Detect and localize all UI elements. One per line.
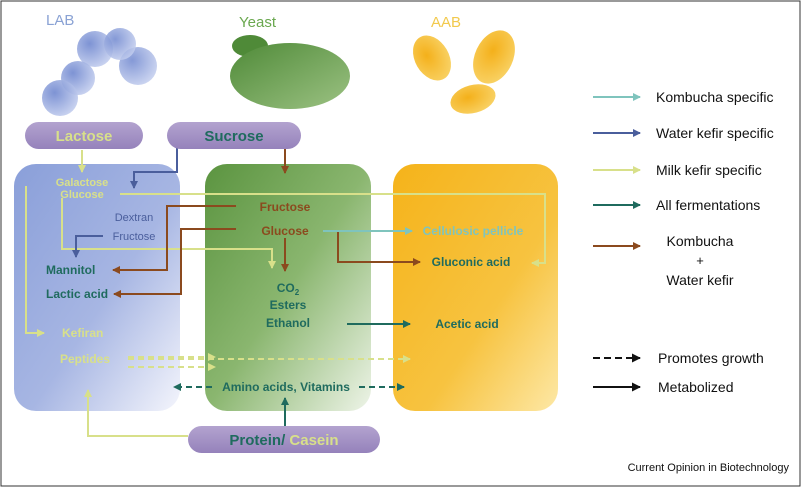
yeast-header: Yeast [239, 14, 277, 31]
aab-gluconic-acid: Gluconic acid [432, 255, 511, 269]
protein-label: Protein/ [229, 432, 286, 449]
co2-subscript: 2 [295, 288, 300, 297]
yeast-amino-acids-vitamins: Amino acids, Vitamins [222, 380, 350, 394]
lab-box [14, 164, 180, 411]
footer-credit: Current Opinion in Biotechnology [628, 462, 790, 474]
lab-glucose: Glucose [60, 189, 103, 201]
aab-cells-illustration [413, 30, 515, 114]
protein-casein-pill [188, 426, 380, 453]
lactose-label: Lactose [56, 128, 113, 145]
aab-acetic-acid: Acetic acid [435, 317, 498, 331]
water-kefir-arrows [72, 141, 178, 258]
yeast-cell-illustration [230, 35, 350, 109]
aab-cellulosic-pellicle: Cellulosic pellicle [423, 224, 524, 238]
protein-casein-label: Protein/ Casein [229, 432, 338, 449]
lab-header: LAB [46, 12, 74, 29]
legend-promotes-label: Promotes growth [658, 350, 764, 366]
casein-label: Casein [285, 432, 338, 449]
yeast-esters: Esters [270, 298, 307, 312]
lab-mannitol: Mannitol [46, 263, 95, 277]
legend-water-kefir-label: Water kefir specific [656, 125, 774, 141]
legend-metabolized-label: Metabolized [658, 379, 734, 395]
yeast-fructose: Fructose [260, 200, 311, 214]
yeast-co2: CO2 [277, 281, 300, 297]
yeast-glucose: Glucose [261, 224, 309, 238]
lab-lactic-acid: Lactic acid [46, 287, 108, 301]
legend-kw-line3: Water kefir [666, 272, 733, 288]
yeast-box [205, 164, 371, 411]
legend-milk-kefir-label: Milk kefir specific [656, 162, 762, 178]
yeast-ethanol: Ethanol [266, 316, 310, 330]
legend-all-fermentations-label: All fermentations [656, 197, 760, 213]
legend-kw-line1: Kombucha [667, 233, 734, 249]
lab-fructose: Fructose [113, 231, 156, 243]
co2-main: CO [277, 281, 295, 295]
legend-kw-line2: + [696, 253, 704, 268]
lactose-pill [25, 122, 143, 149]
lab-dextran: Dextran [115, 212, 154, 224]
legend-kombucha-label: Kombucha specific [656, 89, 774, 105]
lab-cells-illustration [42, 28, 157, 116]
aab-box [393, 164, 558, 411]
sucrose-label: Sucrose [204, 128, 263, 145]
aab-header: AAB [431, 14, 461, 31]
lab-galactose: Galactose [56, 177, 109, 189]
sucrose-pill [167, 122, 301, 149]
lab-kefiran: Kefiran [62, 326, 103, 340]
all-fermentations-arrows [173, 320, 411, 430]
legend: Kombucha specific Water kefir specific M… [593, 89, 774, 395]
lab-peptides: Peptides [60, 352, 110, 366]
